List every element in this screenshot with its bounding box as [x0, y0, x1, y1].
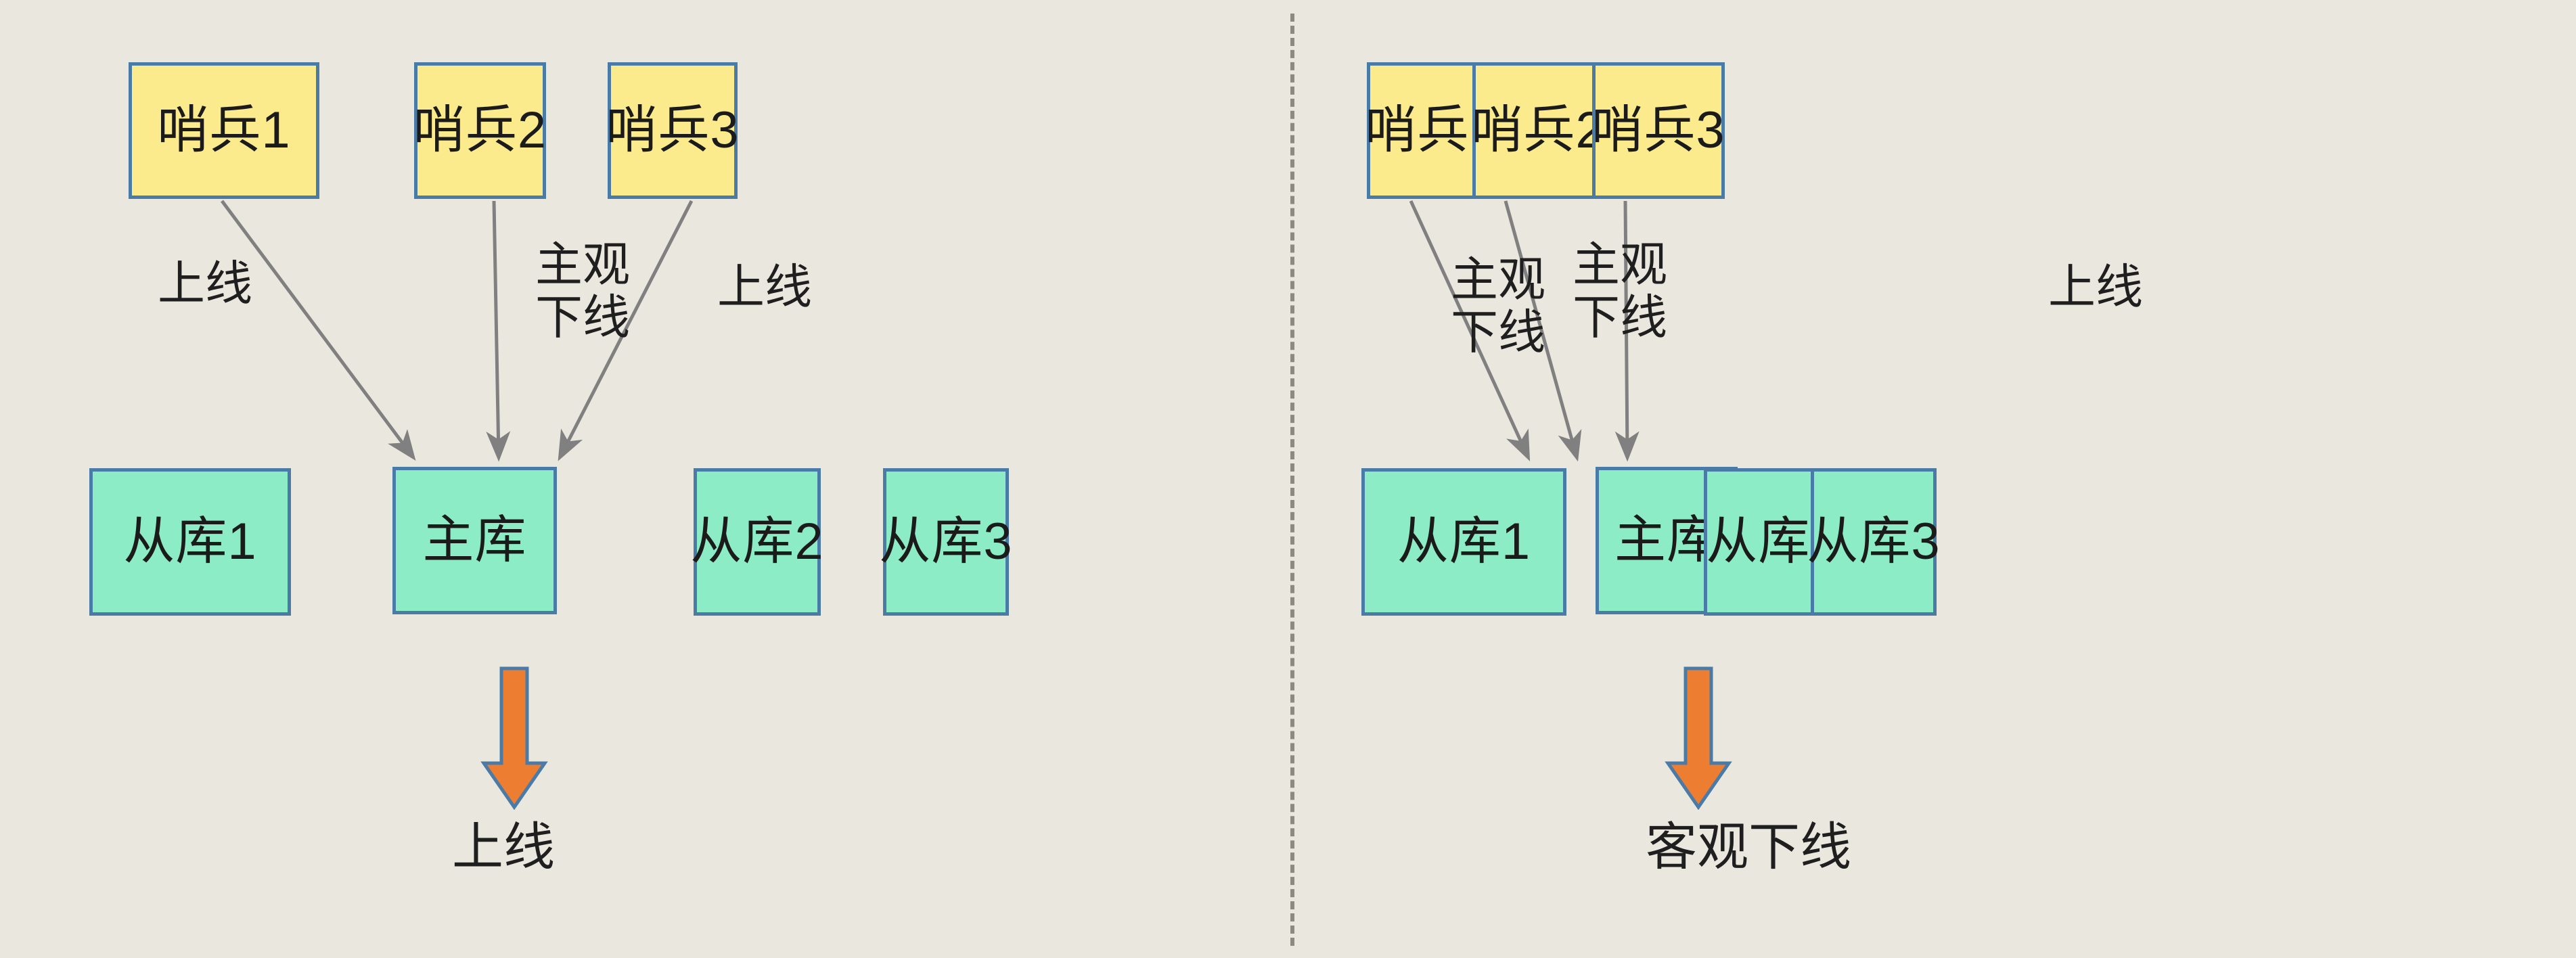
node-replica-3-right[interactable]: 从库3: [1807, 468, 1940, 616]
node-label: 主库: [422, 511, 527, 569]
node-replica-3-left[interactable]: 从库3: [879, 468, 1012, 616]
node-label: 从库3: [879, 513, 1013, 570]
node-sentinel-2-left[interactable]: 哨兵2: [413, 62, 547, 199]
panel-divider: [1290, 14, 1294, 946]
outcome-label-left: 上线: [452, 819, 555, 876]
edge-label-sentinel3-left: 上线: [717, 260, 812, 313]
node-sentinel-2-right[interactable]: 哨兵2: [1471, 62, 1605, 199]
edge-label-sentinel2-right: 主观 下线: [1573, 238, 1667, 344]
node-label: 哨兵2: [413, 101, 547, 159]
node-sentinel-3-right[interactable]: 哨兵3: [1591, 62, 1725, 199]
node-label: 从库1: [123, 513, 257, 570]
connector-sentinel1-to-master-left: [220, 200, 416, 461]
node-label: 哨兵3: [606, 101, 740, 159]
node-label: 从库3: [1807, 513, 1941, 570]
node-label: 哨兵2: [1471, 101, 1605, 159]
connector-sentinel2-to-master-left: [486, 200, 511, 462]
node-replica-2-left[interactable]: 从库2: [690, 468, 823, 616]
node-label: 哨兵3: [1591, 101, 1725, 159]
node-label: 主库: [1614, 511, 1719, 569]
node-label: 从库2: [690, 513, 824, 570]
node-label: 从库1: [1397, 513, 1531, 570]
node-sentinel-1-left[interactable]: 哨兵1: [129, 62, 319, 199]
node-sentinel-3-left[interactable]: 哨兵3: [606, 62, 740, 199]
edge-label-sentinel3-right: 上线: [2048, 260, 2143, 313]
edge-label-sentinel1-right: 主观 下线: [1451, 253, 1545, 359]
node-master-left[interactable]: 主库: [392, 467, 557, 614]
node-replica-1-left[interactable]: 从库1: [89, 468, 291, 616]
down-arrow-icon-right: [1665, 666, 1732, 810]
edge-label-sentinel1-left: 上线: [158, 257, 252, 310]
node-label: 哨兵1: [157, 101, 291, 159]
node-replica-1-right[interactable]: 从库1: [1361, 468, 1566, 616]
edge-label-sentinel2-left: 主观 下线: [535, 238, 630, 344]
down-arrow-icon-left: [480, 666, 548, 810]
outcome-label-right: 客观下线: [1646, 819, 1851, 876]
